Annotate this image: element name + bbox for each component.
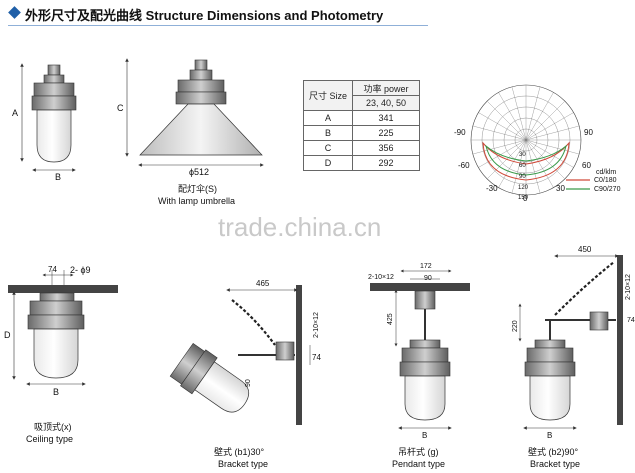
ceiling-dim-74: 74	[48, 265, 57, 274]
dim-a-label: A	[12, 108, 18, 118]
bracket30-dim-465: 465	[256, 279, 270, 288]
bracket90-dim-bolts: 2-10×12	[625, 274, 632, 300]
watermark-text: trade.china.cn	[218, 212, 381, 242]
spec-row-size: A	[303, 110, 353, 126]
spec-row-size: C	[303, 140, 353, 156]
bracket90-dim-74: 74	[627, 317, 635, 324]
bracket30-label-en: Bracket type	[218, 459, 268, 469]
bracket30-dim-bolts: 2-10×12	[313, 312, 320, 338]
fixture-umbrella: C ϕ512 配灯伞(S) With lamp umbrella	[117, 58, 264, 206]
bracket90-label-cn: 壁式 (b2)90°	[528, 446, 579, 457]
table-row: B 225	[303, 125, 420, 141]
legend-c0: C0/180	[594, 177, 617, 184]
section-header: 外形尺寸及配光曲线 Structure Dimensions and Photo…	[0, 0, 635, 28]
legend-c90: C90/270	[594, 186, 621, 193]
section-title: 外形尺寸及配光曲线 Structure Dimensions and Photo…	[25, 8, 384, 23]
polar-radial-120: 120	[518, 185, 529, 191]
bracket30-dim-74: 74	[312, 353, 321, 362]
spec-row-value: 341	[352, 110, 420, 126]
spec-row-value: 356	[352, 140, 420, 156]
bracket30-label-cn: 壁式 (b1)30°	[214, 446, 265, 457]
spec-row-value: 292	[352, 155, 420, 171]
dim-c-label: C	[117, 103, 124, 113]
pendant-dim-bolts: 2-10×12	[368, 274, 394, 281]
ceiling-label-cn: 吸顶式(x)	[34, 421, 72, 432]
pendant-label-en: Pendant type	[392, 459, 445, 469]
polar-tick-left-60: -60	[458, 161, 470, 170]
spec-power-header: 功率 power	[352, 80, 420, 96]
spec-row-value: 225	[352, 125, 420, 141]
polar-tick-right-60: 60	[582, 161, 591, 170]
polar-radial-90: 90	[519, 174, 526, 180]
table-row: D 292	[303, 155, 420, 171]
fixture-pendant: 2-10×12 172 90 425 B 吊杆式 (g) Pendant typ…	[368, 263, 470, 469]
spec-table: 尺寸 Size 功率 power 23, 40, 50 A 341 B 225 …	[303, 80, 420, 171]
bracket90-label-en: Bracket type	[530, 459, 580, 469]
bracket90-dim-450: 450	[578, 245, 592, 254]
polar-radial-150: 150	[518, 195, 529, 201]
fixture-basic: A B	[12, 63, 77, 182]
polar-tick-right-30: 30	[556, 184, 565, 193]
bracket90-dim-b: B	[547, 431, 552, 440]
ceiling-holes: 2- ϕ9	[70, 265, 91, 275]
polar-unit: cd/klm	[596, 169, 616, 176]
curve-c90-270	[485, 144, 567, 176]
umbrella-label-cn: 配灯伞(S)	[178, 183, 217, 194]
umbrella-label-en: With lamp umbrella	[158, 196, 235, 206]
fixture-ceiling: 74 2- ϕ9 D B 吸顶式(x) Ceiling type	[4, 265, 118, 444]
polar-tick-right-90: 90	[584, 128, 593, 137]
polar-radial-30: 30	[519, 152, 526, 158]
table-row: A 341	[303, 110, 420, 126]
spec-size-header: 尺寸 Size	[303, 80, 353, 111]
pendant-dim-172: 172	[420, 263, 432, 270]
polar-tick-bottom: 0	[523, 194, 528, 203]
fixture-bracket-90: 450 2-10×12 74 220 B 壁式 (b2)90° Bracket …	[512, 245, 635, 469]
spec-power-values: 23, 40, 50	[352, 95, 420, 111]
pendant-dim-425: 425	[387, 313, 394, 325]
pendant-label-cn: 吊杆式 (g)	[398, 446, 439, 457]
umbrella-diameter: ϕ512	[189, 167, 209, 177]
header-underline	[8, 25, 428, 26]
bracket30-dim-90: 90	[245, 379, 252, 387]
dim-b-label: B	[55, 172, 61, 182]
pendant-dim-90: 90	[424, 275, 432, 282]
table-row: C 356	[303, 140, 420, 156]
bracket90-dim-220: 220	[512, 320, 519, 332]
curve-c0-180	[482, 141, 570, 181]
ceiling-dim-d: D	[4, 330, 11, 340]
ceiling-label-en: Ceiling type	[26, 434, 73, 444]
pendant-dim-b: B	[422, 431, 427, 440]
spec-row-size: D	[303, 155, 353, 171]
polar-chart: -90 -60 -30 90 60 30 0 30 60 90 120 150 …	[454, 84, 621, 203]
spec-row-size: B	[303, 125, 353, 141]
polar-radial-60: 60	[519, 163, 526, 169]
fixture-bracket-30: 465 2-10×12 74 90 壁式 (b1)30° Bracket typ…	[169, 279, 321, 469]
polar-tick-left-30: -30	[486, 184, 498, 193]
ceiling-dim-b: B	[53, 387, 59, 397]
polar-tick-left-90: -90	[454, 128, 466, 137]
